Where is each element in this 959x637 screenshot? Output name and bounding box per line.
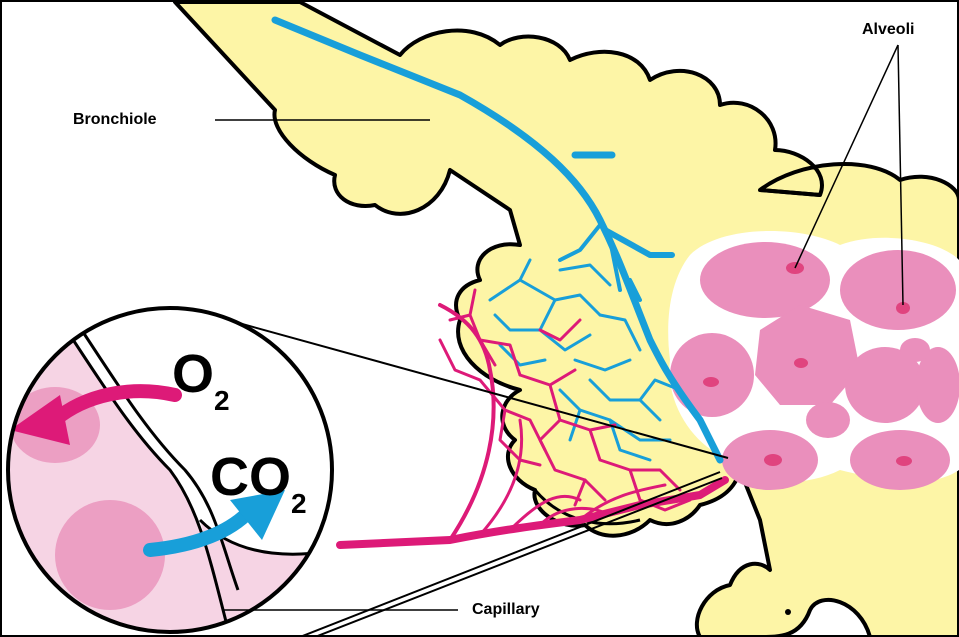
alveolus-nucleus xyxy=(764,454,782,466)
alveolus-nucleus xyxy=(703,377,719,387)
alveolus xyxy=(900,338,930,362)
alveolus-nucleus xyxy=(896,456,912,466)
sac-dot xyxy=(785,609,791,615)
alveolus xyxy=(670,333,754,417)
capillary-label: Capillary xyxy=(472,601,540,618)
alveolus xyxy=(806,402,850,438)
alveolus xyxy=(840,250,956,330)
bronchiole-label: Bronchiole xyxy=(73,111,157,128)
alveoli-label: Alveoli xyxy=(862,21,914,38)
alveolus-nucleus xyxy=(794,358,808,368)
alveolus xyxy=(700,242,830,318)
